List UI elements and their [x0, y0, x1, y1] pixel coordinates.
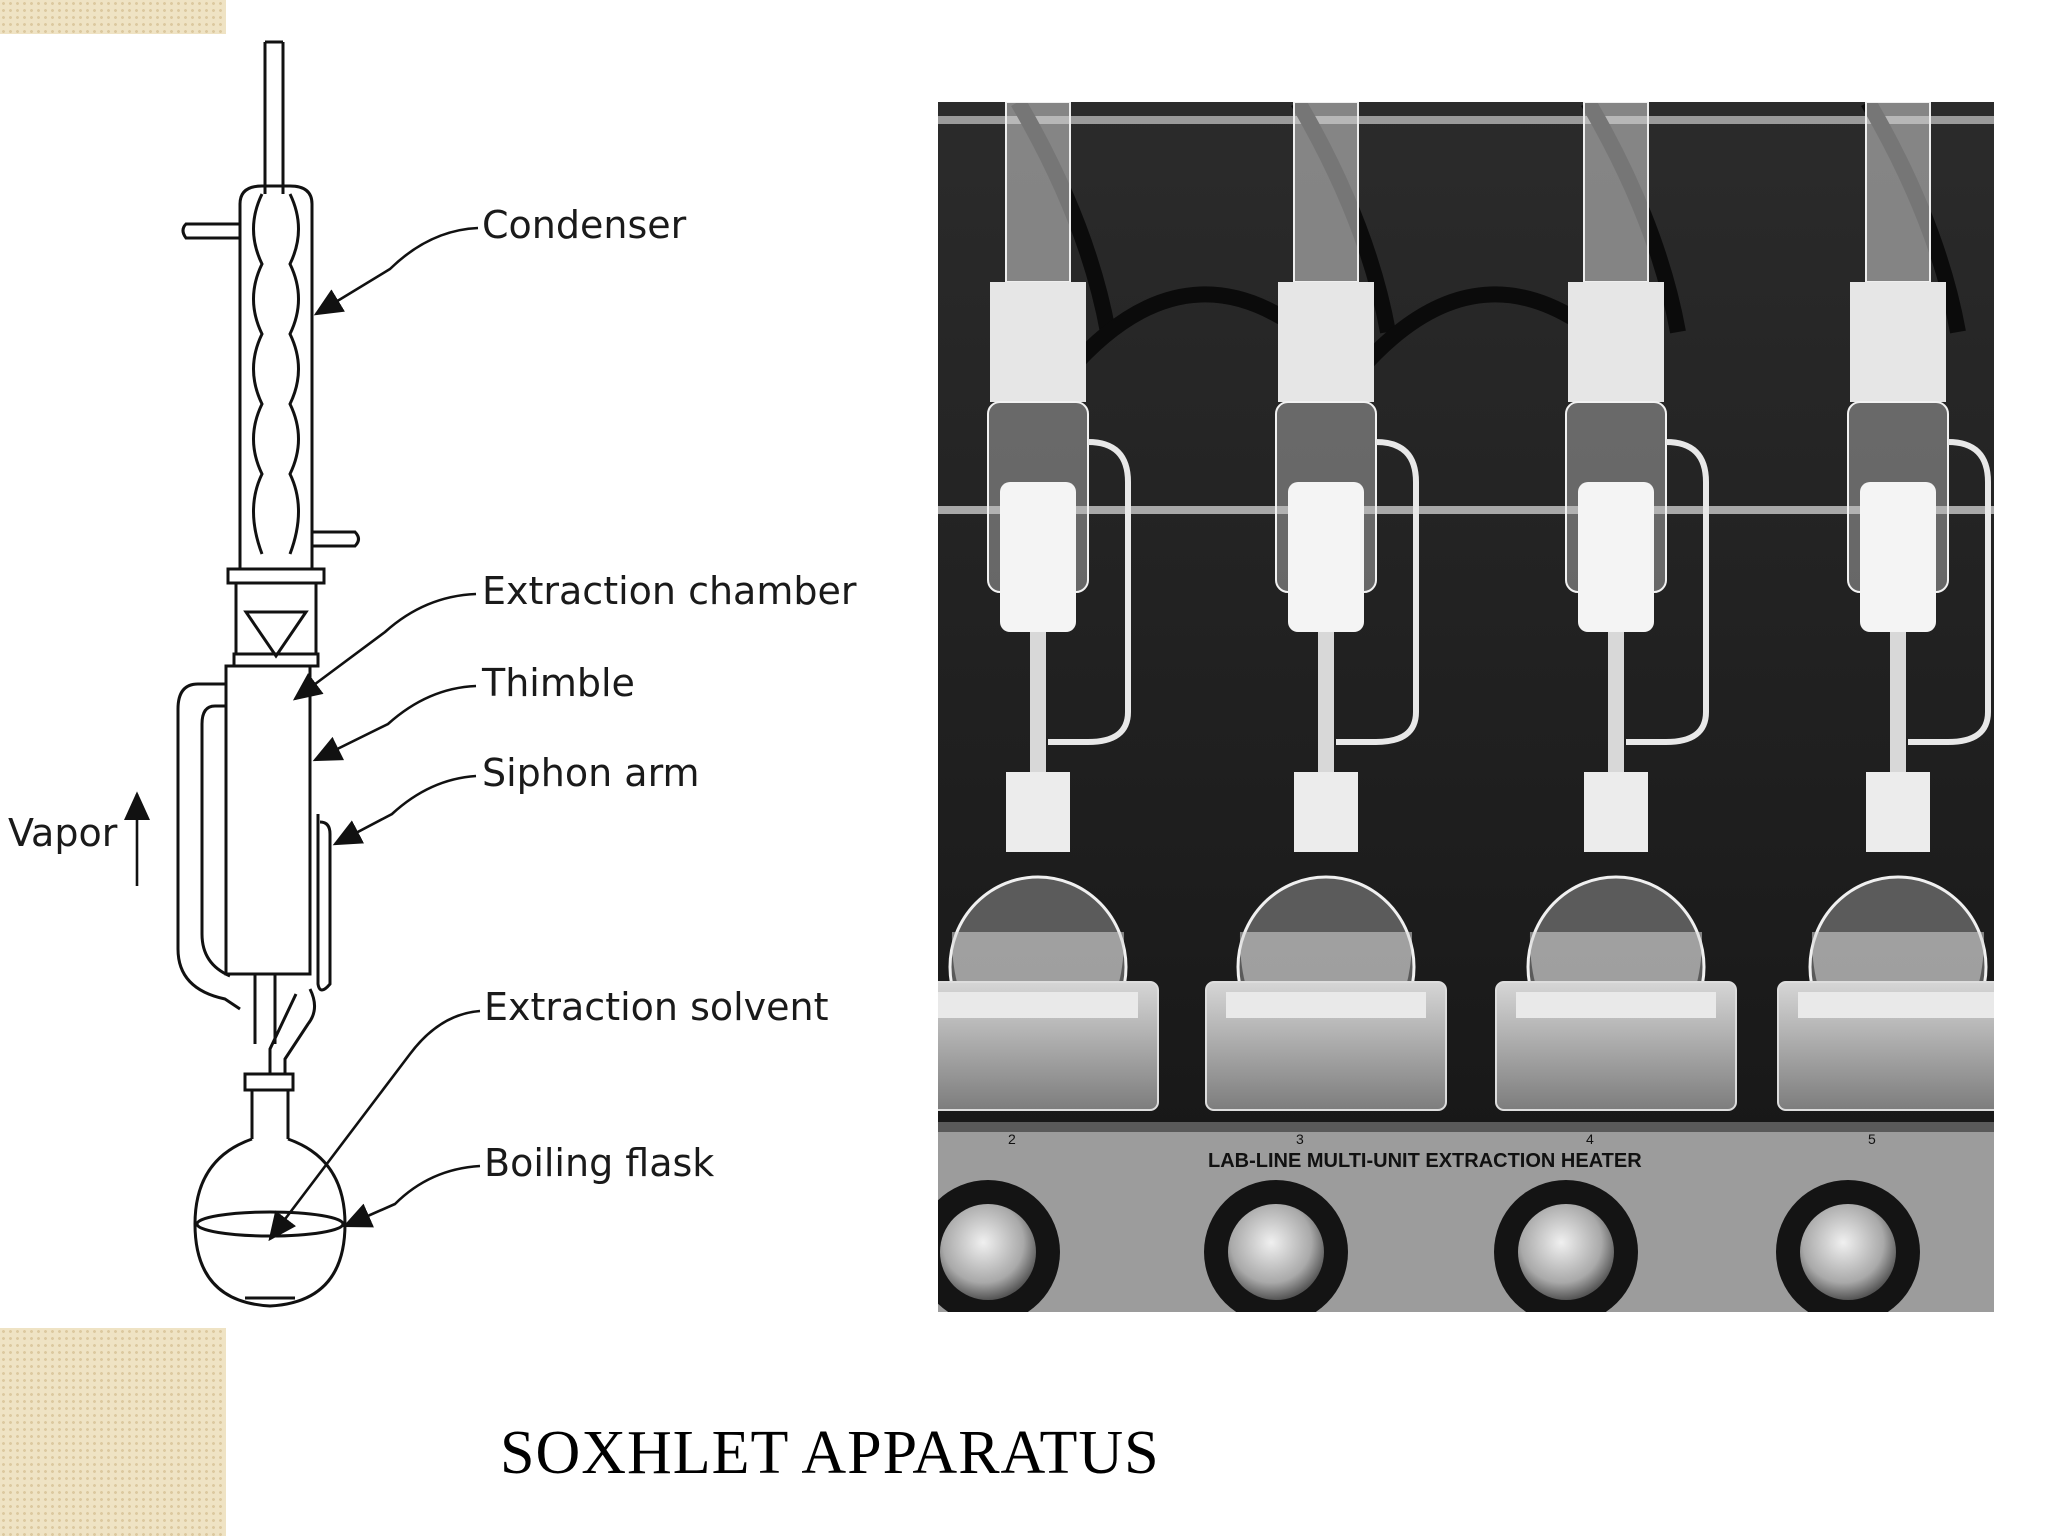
heater-knob: 2 — [938, 1131, 1060, 1312]
decorative-pattern-bottom — [0, 1328, 226, 1536]
label-vapor: Vapor — [8, 811, 118, 855]
arrow-siphon-arm — [332, 774, 477, 846]
heater-position-number: 2 — [1008, 1131, 1016, 1147]
condenser-coil — [252, 193, 300, 555]
arrow-boiling-flask — [342, 1164, 481, 1228]
solvent-surface — [195, 1210, 345, 1238]
condenser-tube — [263, 40, 285, 194]
arrow-condenser — [313, 226, 479, 316]
condenser-jacket — [238, 184, 314, 571]
extraction-heater-photo: LAB-LINE MULTI-UNIT EXTRACTION HEATER 2 3… — [938, 102, 1994, 1312]
heater-position-number: 4 — [1586, 1131, 1594, 1147]
heater-knob: 4 — [1494, 1131, 1638, 1312]
extraction-unit — [938, 102, 1159, 1111]
label-extraction-chamber: Extraction chamber — [482, 569, 857, 613]
heater-knob: 3 — [1204, 1131, 1348, 1312]
vapor-tube — [176, 682, 241, 1011]
boiling-flask-shape — [193, 1137, 347, 1308]
extraction-unit — [1495, 102, 1737, 1111]
slide-caption: SOXHLET APPARATUS — [500, 1419, 1160, 1487]
heater-knob: 5 — [1776, 1131, 1920, 1312]
arrow-extraction-chamber — [292, 592, 477, 701]
extraction-chamber — [224, 664, 312, 976]
label-siphon-arm: Siphon arm — [482, 751, 700, 795]
label-condenser: Condenser — [482, 203, 687, 247]
label-extraction-solvent: Extraction solvent — [484, 985, 829, 1029]
soxhlet-diagram: Condenser Extraction chamber Thimble Sip… — [8, 40, 857, 1308]
decorative-pattern-top — [0, 0, 226, 34]
condenser-joint — [226, 567, 326, 585]
heater-position-number: 5 — [1868, 1131, 1876, 1147]
arrow-extraction-solvent — [268, 1009, 481, 1242]
heater-position-number: 3 — [1296, 1131, 1304, 1147]
label-boiling-flask: Boiling flask — [484, 1141, 714, 1185]
label-thimble: Thimble — [481, 661, 635, 705]
siphon-arm-tube — [316, 814, 332, 992]
heater-knobs: 2 3 4 5 — [938, 1131, 1920, 1312]
heater-panel-label: LAB-LINE MULTI-UNIT EXTRACTION HEATER — [1208, 1150, 1642, 1172]
extraction-unit — [1777, 102, 1994, 1111]
extraction-unit — [1205, 102, 1447, 1111]
extraction-units — [938, 102, 1994, 1111]
arrow-thimble — [312, 684, 477, 762]
